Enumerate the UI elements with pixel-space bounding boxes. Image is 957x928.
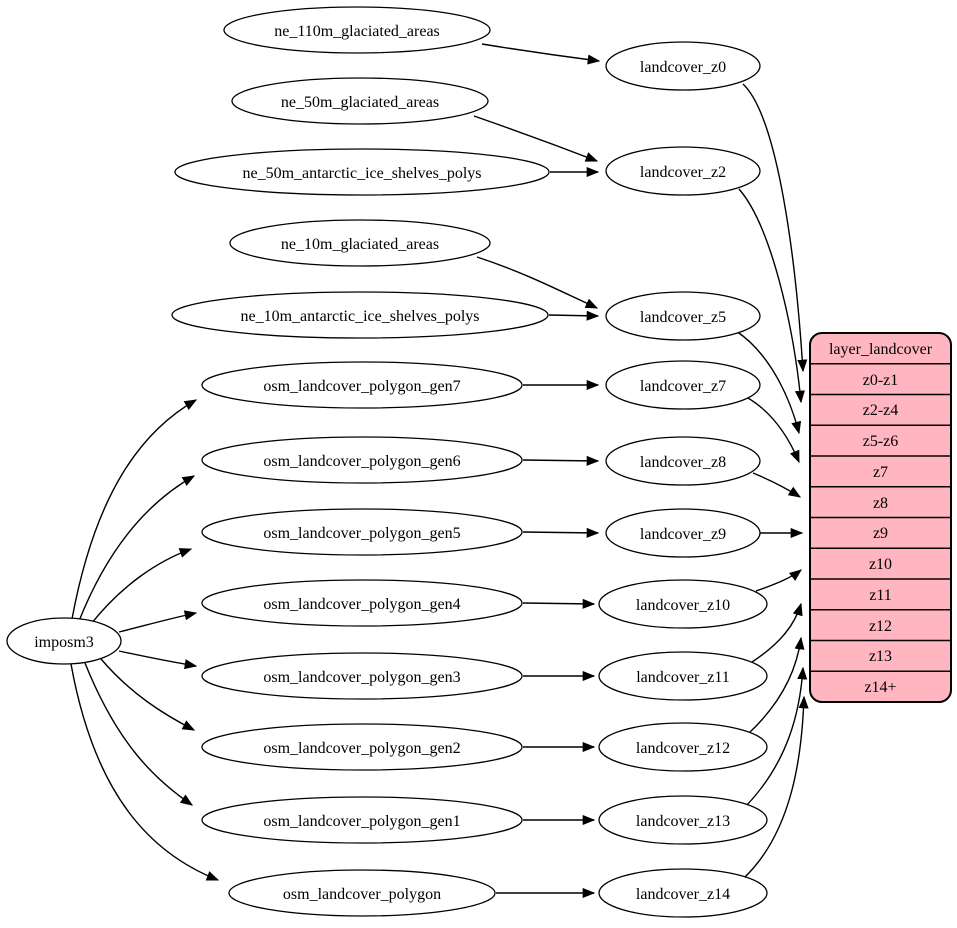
node-landcover-z13[interactable]: landcover_z13 [598,795,768,845]
edge-imposm3-to-gen5 [90,548,193,625]
osm-landcover-polygon-gen3-label: osm_landcover_polygon_gen3 [263,669,460,686]
osm-landcover-polygon-gen5-label: osm_landcover_polygon_gen5 [263,525,460,542]
edge-ne50m-glaciated-to-z2 [473,115,599,162]
osm-landcover-polygon-gen2-label: osm_landcover_polygon_gen2 [263,740,460,757]
edge-gen6-to-z8 [522,455,600,466]
osm-landcover-polygon-gen1-label: osm_landcover_polygon_gen1 [263,813,460,830]
node-ne-10m-glaciated-areas[interactable]: ne_10m_glaciated_areas [229,219,491,267]
node-group: imposm3 ne_110m_glaciated_areas ne_50m_g… [6,6,768,918]
edge-imposm3-to-gen2 [100,658,196,731]
edge-imposm3-to-gen6 [78,475,196,622]
edge-z13-to-row-z13 [745,666,808,807]
node-landcover-z0[interactable]: landcover_z0 [605,41,761,91]
imposm3-label: imposm3 [34,634,94,651]
edge-z12-to-row-z12 [748,636,805,734]
node-osm-landcover-polygon-gen6[interactable]: osm_landcover_polygon_gen6 [201,436,523,484]
node-ne-110m-glaciated-areas[interactable]: ne_110m_glaciated_areas [223,6,491,54]
edge-z5-to-row-z5-z6 [735,330,802,435]
edge-z8-to-row-z8 [752,472,802,498]
osm-landcover-polygon-gen4-label: osm_landcover_polygon_gen4 [263,596,460,613]
edge-ne10m-antarctic-to-z5 [548,310,600,321]
record-row-z13[interactable]: z13 [869,648,892,665]
record-row-z8[interactable]: z8 [873,495,888,512]
edge-z7-to-row-z7 [747,397,800,464]
node-landcover-z10[interactable]: landcover_z10 [598,579,768,629]
record-row-z7[interactable]: z7 [873,464,888,481]
landcover-z7-label: landcover_z7 [640,378,726,395]
ne-110m-glaciated-areas-label: ne_110m_glaciated_areas [274,23,440,40]
edge-group [70,43,809,899]
node-osm-landcover-polygon[interactable]: osm_landcover_polygon [228,869,496,917]
landcover-z14-label: landcover_z14 [636,886,730,903]
landcover-z8-label: landcover_z8 [640,454,726,471]
node-ne-50m-glaciated-areas[interactable]: ne_50m_glaciated_areas [231,77,489,125]
record-row-z2-z4[interactable]: z2-z4 [863,402,899,419]
node-ne-50m-antarctic-ice-shelves-polys[interactable]: ne_50m_antarctic_ice_shelves_polys [174,148,550,196]
node-landcover-z8[interactable]: landcover_z8 [605,436,761,486]
node-landcover-z5[interactable]: landcover_z5 [605,291,761,341]
edge-gen5-to-z9 [522,527,600,538]
node-osm-landcover-polygon-gen3[interactable]: osm_landcover_polygon_gen3 [201,652,523,700]
record-row-z14plus[interactable]: z14+ [864,679,896,696]
record-row-z0-z1[interactable]: z0-z1 [863,372,899,389]
edge-imposm3-to-gen1 [84,662,194,806]
node-osm-landcover-polygon-gen4[interactable]: osm_landcover_polygon_gen4 [201,579,523,627]
edge-z0-to-row-z0-z1 [742,83,808,373]
node-landcover-z11[interactable]: landcover_z11 [598,651,768,701]
imposm3-ellipse [6,617,122,665]
record-row-z5-z6[interactable]: z5-z6 [863,433,899,450]
landcover-z10-label: landcover_z10 [636,597,730,614]
edge-imposm3-to-gen3 [118,650,198,670]
ne-10m-antarctic-ice-shelves-polys-label: ne_10m_antarctic_ice_shelves_polys [240,308,479,325]
node-landcover-z2[interactable]: landcover_z2 [605,146,761,196]
landcover-z0-label: landcover_z0 [640,59,726,76]
edge-imposm3-to-gen4 [118,610,198,633]
landcover-z13-label: landcover_z13 [636,813,730,830]
node-osm-landcover-polygon-gen7[interactable]: osm_landcover_polygon_gen7 [201,361,523,409]
node-osm-landcover-polygon-gen2[interactable]: osm_landcover_polygon_gen2 [201,723,523,771]
node-landcover-z9[interactable]: landcover_z9 [605,508,761,558]
record-layer-landcover[interactable]: layer_landcover z0-z1 z2-z4 z5-z6 z7 z8 … [809,332,952,703]
edge-z14-to-row-z14plus [743,695,809,879]
landcover-z12-label: landcover_z12 [636,740,730,757]
node-landcover-z7[interactable]: landcover_z7 [605,360,761,410]
node-osm-landcover-polygon-gen1[interactable]: osm_landcover_polygon_gen1 [201,796,523,844]
record-row-z10[interactable]: z10 [869,556,892,573]
edge-imposm3-to-polygon [70,663,220,881]
landcover-z9-label: landcover_z9 [640,526,726,543]
ne-50m-glaciated-areas-label: ne_50m_glaciated_areas [281,94,439,111]
landcover-z11-label: landcover_z11 [636,669,730,686]
record-row-z11[interactable]: z11 [869,587,892,604]
edge-gen4-to-z10 [522,598,596,609]
landcover-z5-label: landcover_z5 [640,309,726,326]
node-landcover-z14[interactable]: landcover_z14 [598,868,768,918]
ne-10m-glaciated-areas-label: ne_10m_glaciated_areas [281,236,439,253]
landcover-z2-label: landcover_z2 [640,164,726,181]
record-row-z9[interactable]: z9 [873,525,888,542]
edge-z11-to-row-z11 [751,602,803,663]
node-landcover-z12[interactable]: landcover_z12 [598,722,768,772]
node-imposm3[interactable]: imposm3 [6,617,122,665]
ne-50m-antarctic-ice-shelves-polys-label: ne_50m_antarctic_ice_shelves_polys [242,165,481,182]
record-row-z12[interactable]: z12 [869,618,892,635]
osm-landcover-polygon-gen6-label: osm_landcover_polygon_gen6 [263,453,460,470]
osm-landcover-polygon-label: osm_landcover_polygon [283,886,441,903]
osm-landcover-polygon-gen7-label: osm_landcover_polygon_gen7 [263,378,460,395]
edge-z10-to-row-z10 [755,569,802,592]
node-ne-10m-antarctic-ice-shelves-polys[interactable]: ne_10m_antarctic_ice_shelves_polys [171,291,549,339]
edge-ne110m-to-z0 [481,43,601,65]
record-title: layer_landcover [829,341,933,358]
edge-ne10m-glaciated-to-z5 [476,256,599,309]
node-osm-landcover-polygon-gen5[interactable]: osm_landcover_polygon_gen5 [201,508,523,556]
edge-imposm3-to-gen7 [71,399,198,620]
edge-z2-to-row-z2-z4 [738,188,805,404]
